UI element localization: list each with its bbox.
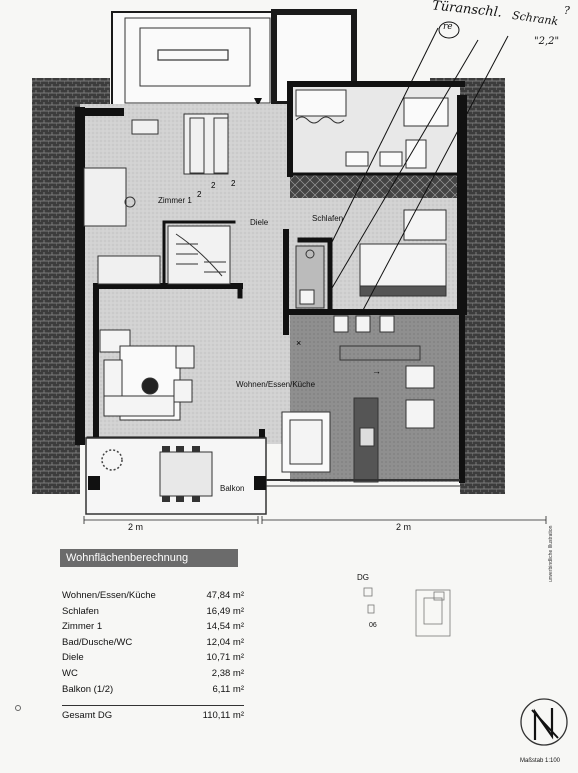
scale-label: Maßstab 1:100 [520, 758, 561, 764]
area-row-room: Zimmer 1 [62, 621, 103, 633]
dimension-label-left: 2 m [128, 522, 144, 532]
handwritten-note-4: ? [564, 4, 570, 17]
area-row: Diele 10,71 m² [62, 650, 244, 666]
keyplan [363, 587, 451, 637]
area-row-value: 10,71 m² [206, 652, 245, 664]
area-row: WC 2,38 m² [62, 666, 244, 682]
roof-right [460, 78, 505, 494]
bath-fixtures [295, 89, 449, 169]
room-label-wohnen: Wohnen/Essen/Küche [236, 380, 316, 389]
area-table-header: Wohnflächenberechnung [60, 549, 238, 567]
area-row: Balkon (1/2) 6,11 m² [62, 682, 244, 698]
area-row-value: 14,54 m² [206, 621, 245, 633]
living-furniture [99, 315, 435, 483]
area-row: Wohnen/Essen/Küche 47,84 m² [62, 588, 244, 604]
handwritten-circle-note: re [443, 22, 453, 32]
total-label: Gesamt DG [62, 710, 113, 721]
area-row-value: 16,49 m² [206, 605, 245, 617]
total-value: 110,11 m² [202, 710, 244, 721]
area-row: Schlafen 16,49 m² [62, 604, 244, 620]
area-total-row: Gesamt DG 110,11 m² [62, 710, 244, 721]
wardrobe-strip [290, 174, 460, 198]
roof-left [32, 78, 80, 494]
area-row: Bad/Dusche/WC 12,04 m² [62, 635, 244, 651]
keyplan-label: DG [357, 573, 369, 582]
handwritten-note-3: "2,2" [534, 36, 560, 47]
area-row-room: Schlafen [62, 605, 99, 617]
area-row-room: Diele [62, 652, 84, 664]
area-row-room: Balkon (1/2) [62, 683, 114, 695]
svg-text:2: 2 [197, 190, 202, 199]
bedroom-furniture [295, 209, 447, 309]
area-row-value: 12,04 m² [206, 636, 245, 648]
dimension-lines [83, 516, 547, 524]
keyplan-number: 06 [369, 622, 377, 629]
room-label-balkon: Balkon [220, 484, 245, 493]
svg-text:2: 2 [211, 181, 216, 190]
svg-text:×: × [296, 338, 301, 348]
area-row-room: Wohnen/Essen/Küche [62, 590, 156, 601]
stair [167, 225, 231, 285]
room-label-diele: Diele [250, 218, 269, 227]
area-row-room: Bad/Dusche/WC [62, 636, 133, 648]
area-row-value: 47,84 m² [206, 590, 245, 601]
room-label-schlafen: Schlafen [312, 214, 344, 223]
zimmer-furniture [83, 113, 229, 285]
total-divider [62, 705, 244, 706]
area-row-value: 2,38 m² [211, 667, 244, 679]
area-table: Wohnen/Essen/Küche 47,84 m² Schlafen 16,49 … [62, 588, 244, 697]
area-row-value: 6,11 m² [212, 683, 244, 695]
dimension-label-right: 2 m [396, 522, 412, 532]
north-arrow [520, 698, 568, 746]
svg-text:→: → [372, 366, 381, 376]
area-row: Zimmer 1 14,54 m² [62, 619, 244, 635]
walls [75, 81, 467, 493]
pen-annotations [331, 21, 509, 313]
area-row-room: WC [62, 667, 78, 679]
svg-text:2: 2 [231, 179, 236, 188]
illustration-note: unverbindliche Illustration [548, 525, 554, 582]
room-label-zimmer: Zimmer 1 [158, 196, 192, 205]
